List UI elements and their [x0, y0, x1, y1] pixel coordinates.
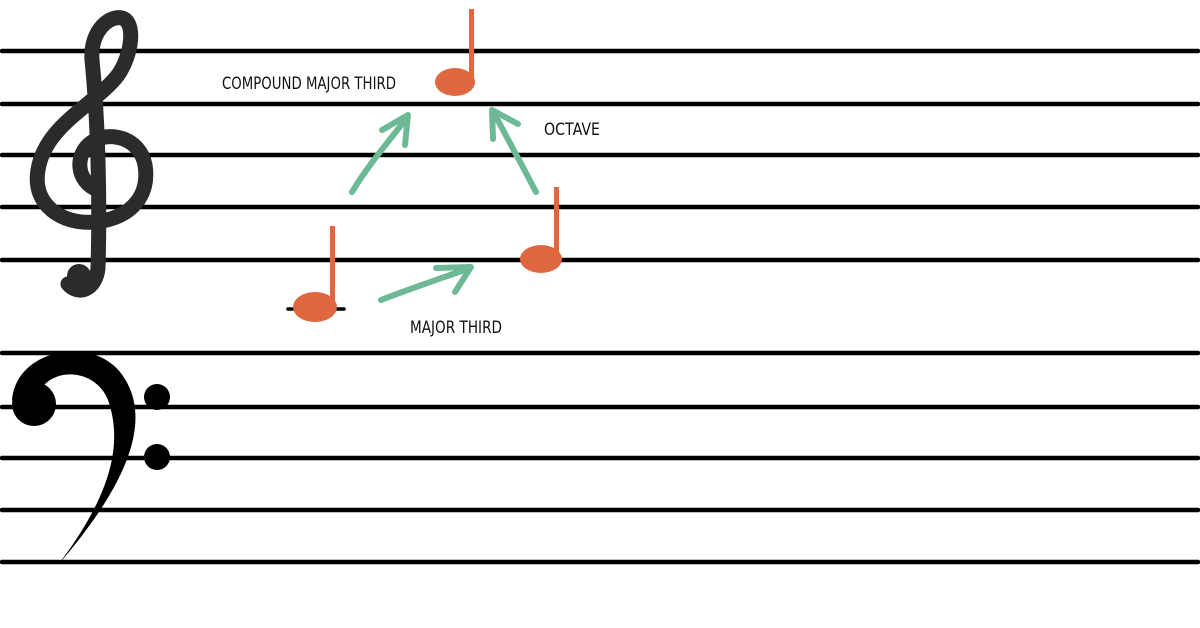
treble-clef-icon — [29, 10, 154, 298]
label-octave: OCTAVE — [544, 120, 600, 140]
bass-clef-icon — [12, 351, 170, 565]
middle-note — [520, 187, 562, 273]
label-compound-major-third: COMPOUND MAJOR THIRD — [222, 74, 396, 94]
arrow-compound-major-third — [349, 112, 411, 195]
treble-staff — [0, 48, 1200, 263]
low-note — [293, 226, 337, 322]
arrow-major-third — [378, 264, 474, 303]
label-major-third: MAJOR THIRD — [410, 318, 502, 338]
bass-staff — [0, 350, 1200, 565]
interval-arrows — [349, 107, 539, 303]
high-note — [435, 9, 475, 96]
arrow-octave — [489, 107, 539, 195]
